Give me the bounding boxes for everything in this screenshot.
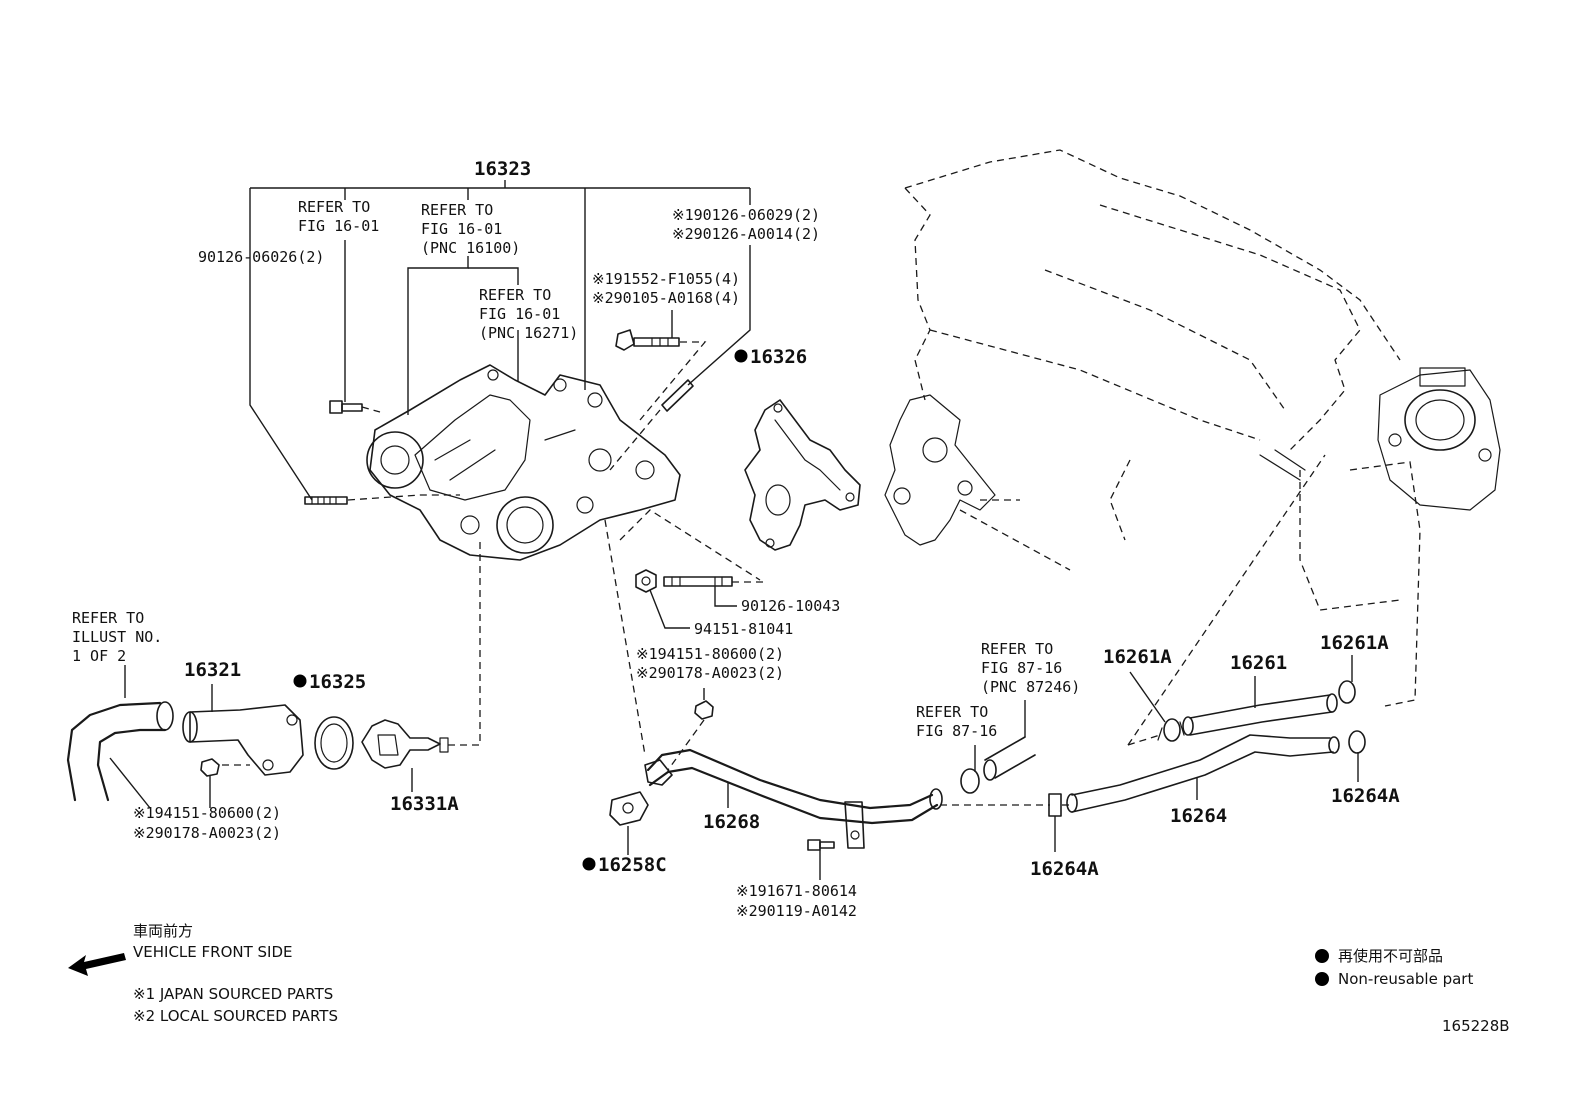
clamp-16264A-right bbox=[1348, 730, 1366, 754]
fastener-90126-06026-label: 90126-06026(2) bbox=[198, 248, 324, 266]
gasket-16258C bbox=[609, 791, 649, 826]
stud-90126-10043-icon bbox=[663, 576, 733, 587]
part-16331A-label: 16331A bbox=[390, 793, 459, 815]
non-reusable-dot-16258C bbox=[582, 857, 596, 871]
ref1-line2: FIG 16-01 bbox=[298, 217, 379, 235]
part-16264A-bottom-label: 16264A bbox=[1030, 858, 1099, 880]
thermostat-16331A bbox=[361, 719, 449, 769]
non-reusable-dot-16325 bbox=[293, 674, 307, 688]
bolt-191671-icon bbox=[807, 839, 835, 851]
engine-block-outline bbox=[904, 149, 1401, 611]
assembly-dash-lines bbox=[222, 341, 1421, 806]
bolt-90126-06026-icon bbox=[304, 496, 348, 505]
ref1-line1: REFER TO bbox=[298, 198, 370, 216]
part-16261A-left-label: 16261A bbox=[1103, 646, 1172, 668]
gasket-16325 bbox=[314, 716, 354, 770]
legend-non-reusable-en: Non-reusable part bbox=[1338, 970, 1473, 988]
leader-lines bbox=[109, 180, 1359, 880]
ref2-line1: REFER TO bbox=[421, 201, 493, 219]
ref87a-line2: FIG 87-16 bbox=[981, 659, 1062, 677]
front-arrow-icon bbox=[68, 953, 126, 976]
legend-dot-jp bbox=[1315, 949, 1329, 963]
part-16268-label: 16268 bbox=[703, 811, 760, 833]
ref-fig-16-01-b: REFER TO FIG 16-01 (PNC 16100) bbox=[421, 201, 520, 257]
nut-mid-icon bbox=[694, 700, 714, 720]
vehicle-front-indicator: 車両前方 VEHICLE FRONT SIDE bbox=[68, 922, 293, 976]
note-japan-sourced: ※1 JAPAN SOURCED PARTS bbox=[133, 985, 333, 1003]
part-16261A-right-label: 16261A bbox=[1320, 632, 1389, 654]
bypass-pipe-16268 bbox=[644, 748, 943, 849]
figure-id: 165228B bbox=[1442, 1017, 1510, 1035]
ref87a-line3: (PNC 87246) bbox=[981, 678, 1080, 696]
ref87b-line1: REFER TO bbox=[916, 703, 988, 721]
ref-fig-87-16-a: REFER TO FIG 87-16 (PNC 87246) bbox=[981, 640, 1080, 696]
ref3-line3: (PNC 16271) bbox=[479, 324, 578, 342]
clamp-16261A-left bbox=[1157, 718, 1185, 742]
ref-fig-87-16-b: REFER TO FIG 87-16 bbox=[916, 703, 997, 740]
non-reusable-dot-16326 bbox=[734, 349, 748, 363]
bolt-ref1-icon bbox=[329, 400, 363, 414]
fastener-290105-A0168-label: ※290105-A0168(4) bbox=[592, 289, 740, 307]
fastener-290119-A0142-label: ※290119-A0142 bbox=[736, 902, 857, 920]
fastener-190126-06029-label: ※190126-06029(2) bbox=[672, 206, 820, 224]
front-side-jp: 車両前方 bbox=[133, 922, 193, 940]
ref87b-line2: FIG 87-16 bbox=[916, 722, 997, 740]
fastener-mid-290178-label: ※290178-A0023(2) bbox=[636, 664, 784, 682]
ref-illust-line2: ILLUST NO. bbox=[72, 628, 162, 646]
fastener-191552-F1055-label: ※191552-F1055(4) bbox=[592, 270, 740, 288]
water-inlet-16321 bbox=[182, 704, 304, 776]
ref2-line2: FIG 16-01 bbox=[421, 220, 502, 238]
part-16326-label: 16326 bbox=[750, 346, 807, 368]
legend: 再使用不可部品 Non-reusable part bbox=[1315, 947, 1473, 988]
ref-illust-line3: 1 OF 2 bbox=[72, 647, 126, 665]
legend-non-reusable-jp: 再使用不可部品 bbox=[1338, 947, 1443, 965]
legend-dot-en bbox=[1315, 972, 1329, 986]
fastener-90126-10043-label: 90126-10043 bbox=[741, 597, 840, 615]
ref-fig-16-01-c: REFER TO FIG 16-01 (PNC 16271) bbox=[479, 286, 578, 342]
hose-16264 bbox=[1066, 734, 1340, 813]
part-16258C-label: 16258C bbox=[598, 854, 667, 876]
part-16261-label: 16261 bbox=[1230, 652, 1287, 674]
ref-illust-line1: REFER TO bbox=[72, 609, 144, 627]
clamp-16261A-right bbox=[1338, 680, 1356, 704]
hose-16261 bbox=[1182, 693, 1338, 736]
part-16325-label: 16325 bbox=[309, 671, 366, 693]
throttle-body bbox=[1259, 367, 1501, 511]
clamp-87-a bbox=[960, 768, 980, 794]
water-pump-assembly bbox=[366, 364, 681, 561]
front-side-en: VEHICLE FRONT SIDE bbox=[133, 943, 293, 961]
engine-front-cover bbox=[884, 394, 996, 546]
ref87a-line1: REFER TO bbox=[981, 640, 1053, 658]
ref3-line2: FIG 16-01 bbox=[479, 305, 560, 323]
ref2-line3: (PNC 16100) bbox=[421, 239, 520, 257]
part-16323-label: 16323 bbox=[474, 158, 531, 180]
fastener-191671-80614-label: ※191671-80614 bbox=[736, 882, 857, 900]
hose-87246 bbox=[983, 736, 1036, 781]
ref-fig-16-01-a: REFER TO FIG 16-01 bbox=[298, 198, 379, 235]
clamp-16264A-bottom bbox=[1048, 793, 1062, 817]
part-16264-label: 16264 bbox=[1170, 805, 1227, 827]
ref3-line1: REFER TO bbox=[479, 286, 551, 304]
nut-94151-81041-icon bbox=[635, 569, 657, 593]
radiator-hose bbox=[66, 701, 174, 802]
part-16264A-right-label: 16264A bbox=[1331, 785, 1400, 807]
fastener-290126-A0014-label: ※290126-A0014(2) bbox=[672, 225, 820, 243]
fastener-94151-81041-label: 94151-81041 bbox=[694, 620, 793, 638]
nut-left-icon bbox=[200, 758, 220, 777]
gasket-16326 bbox=[744, 399, 861, 551]
bolt-191552-icon bbox=[615, 329, 680, 351]
fastener-left-290178-label: ※290178-A0023(2) bbox=[133, 824, 281, 842]
fastener-left-194151-label: ※194151-80600(2) bbox=[133, 804, 281, 822]
fastener-mid-194151-label: ※194151-80600(2) bbox=[636, 645, 784, 663]
ref-illust-1-of-2: REFER TO ILLUST NO. 1 OF 2 bbox=[72, 609, 162, 665]
note-local-sourced: ※2 LOCAL SOURCED PARTS bbox=[133, 1007, 338, 1025]
stud-190126-icon bbox=[661, 379, 694, 412]
part-16321-label: 16321 bbox=[184, 659, 241, 681]
